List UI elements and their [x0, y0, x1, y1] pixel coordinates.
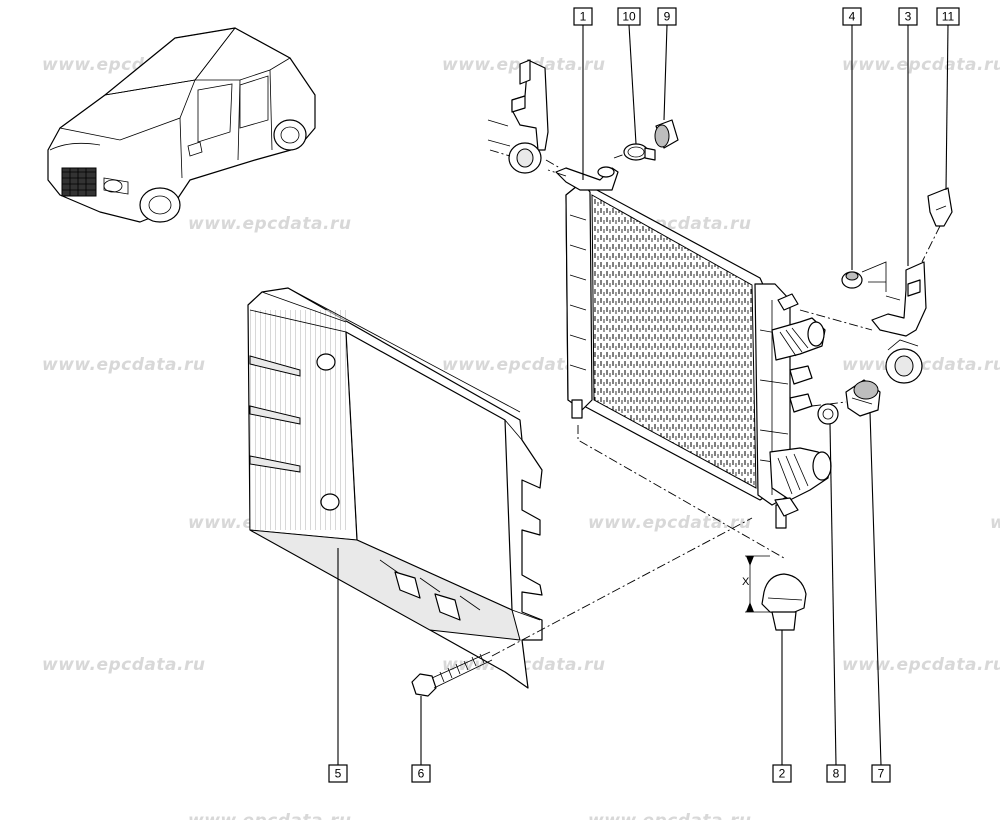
watermark-text: www.epcdata.ru	[42, 655, 205, 675]
callout-label: 2	[779, 767, 786, 781]
watermark-text: www.epcdata.ru	[990, 513, 1000, 533]
fan-shroud	[247, 287, 543, 689]
hose-clamp	[623, 143, 656, 161]
callout-label: 1	[580, 10, 587, 24]
callout-label: 5	[335, 767, 342, 781]
watermark-text: www.epcdata.ru	[188, 811, 351, 820]
callout-8[interactable]: 8	[826, 764, 846, 783]
watermark-text: www.epcdata.ru	[588, 513, 751, 533]
callout-label: 4	[849, 10, 856, 24]
rubber-bush	[841, 271, 863, 289]
callout-label: 3	[905, 10, 912, 24]
assembly-guide-lines	[491, 153, 941, 657]
callout-label: 8	[833, 767, 840, 781]
seal-washer	[817, 403, 839, 425]
rubber-mounting-pad	[761, 573, 807, 631]
radiator	[555, 166, 832, 529]
vehicle-location-illustration	[47, 27, 316, 223]
callout-7[interactable]: 7	[871, 764, 891, 783]
watermark-text: www.epcdata.ru	[842, 55, 1000, 75]
callout-3[interactable]: 3	[898, 7, 918, 26]
callout-label: 9	[664, 10, 671, 24]
callout-1[interactable]: 1	[573, 7, 593, 26]
watermark-text: www.epcdata.ru	[842, 655, 1000, 675]
upper-right-mounting-bracket	[871, 261, 927, 384]
retaining-clip	[927, 187, 953, 227]
callout-9[interactable]: 9	[657, 7, 677, 26]
dimension-label: X	[742, 576, 750, 588]
callout-5[interactable]: 5	[328, 764, 348, 783]
watermark-text: www.epcdata.ru	[188, 214, 351, 234]
watermark-text: www.epcdata.ru	[42, 355, 205, 375]
callout-11[interactable]: 11	[936, 7, 960, 26]
callout-label: 11	[942, 10, 955, 24]
rubber-mounting-bush	[654, 119, 679, 149]
callout-6[interactable]: 6	[411, 764, 431, 783]
callout-4[interactable]: 4	[842, 7, 862, 26]
radiator-cap	[845, 379, 881, 417]
mounting-screw	[411, 651, 493, 697]
watermark-text: www.epcdata.ru	[588, 811, 751, 820]
callout-10[interactable]: 10	[617, 7, 641, 26]
callout-label: 6	[418, 767, 425, 781]
callout-leaders	[337, 24, 949, 766]
callout-label: 10	[622, 10, 636, 24]
callout-2[interactable]: 2	[772, 764, 792, 783]
watermark-text: www.epcdata.ru	[442, 355, 605, 375]
upper-left-mounting-bracket	[487, 59, 561, 174]
callout-label: 7	[878, 767, 885, 781]
